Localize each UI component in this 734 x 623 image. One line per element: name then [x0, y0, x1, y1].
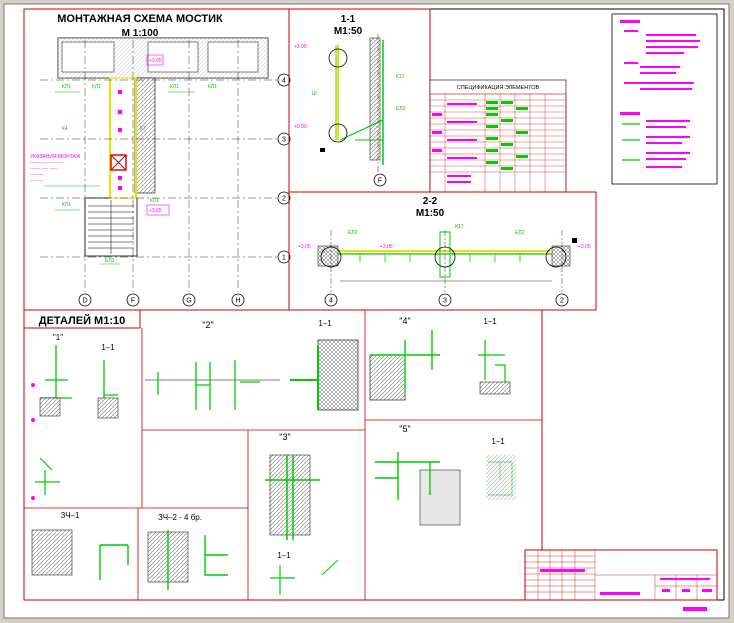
detail-2: "2" 1–1	[145, 319, 359, 411]
svg-text:К17: К17	[396, 74, 405, 80]
detail-4: "4" 1–1	[369, 316, 511, 401]
detail-1-cut-label: 1–1	[101, 343, 115, 352]
axis-col-h: H	[235, 298, 240, 305]
section-1-1-title: 1-1	[341, 14, 356, 25]
svg-text:К7: К7	[140, 126, 146, 132]
svg-text:КЛ1: КЛ1	[62, 202, 71, 208]
plan-title: МОНТАЖНАЯ СХЕМА МОСТИК	[57, 13, 223, 25]
axis-row-4: 4	[282, 78, 286, 85]
section-2-2-axis-2: 2	[560, 298, 564, 305]
svg-text:+3.05: +3.05	[294, 44, 307, 50]
svg-text:+3.05: +3.05	[578, 244, 591, 250]
detail-3: "3" 1–1	[265, 432, 339, 595]
svg-text:ЕЛ3: ЕЛ3	[105, 258, 115, 264]
detail-3-label: "3"	[279, 432, 290, 442]
detail-5: "5" 1–1	[375, 424, 516, 526]
svg-text:+0.00: +0.00	[294, 124, 307, 130]
svg-text:К17: К17	[455, 224, 464, 230]
section-1-1-scale: М1:50	[334, 26, 363, 37]
svg-text:КЛ1: КЛ1	[150, 198, 159, 204]
svg-text:УКАЗАНИЯ МОНТАЖ: УКАЗАНИЯ МОНТАЖ	[30, 154, 81, 160]
svg-text:ЕЛ2: ЕЛ2	[396, 106, 406, 112]
specification-table: СПЕЦИФИКАЦИЯ ЭЛЕМЕНТОВ	[429, 79, 567, 193]
details-title: ДЕТАЛЕЙ М1:10	[39, 314, 125, 327]
detail-5-label: "5"	[399, 424, 410, 434]
details-area: ДЕТАЛЕЙ М1:10	[23, 309, 543, 601]
detail-4-label: "4"	[399, 316, 410, 326]
spec-title: СПЕЦИФИКАЦИЯ ЭЛЕМЕНТОВ	[457, 85, 540, 91]
svg-text:ЕЛ2: ЕЛ2	[348, 230, 358, 236]
svg-text:ЕЛ2: ЕЛ2	[515, 230, 525, 236]
axis-row-2: 2	[282, 196, 286, 203]
svg-text:+3.05: +3.05	[298, 244, 311, 250]
svg-text:+3.05: +3.05	[149, 58, 162, 64]
svg-text:------ ---- -----: ------ ---- -----	[30, 166, 58, 172]
axis-col-f: F	[131, 298, 135, 305]
svg-text:КЛ1: КЛ1	[92, 84, 101, 90]
detail-zch-1: ЗЧ–1	[31, 511, 129, 580]
svg-text:--- ----: --- ----	[30, 172, 43, 178]
axis-row-1: 1	[282, 255, 286, 262]
svg-text:КЛ1: КЛ1	[170, 84, 179, 90]
plan-scale: М 1:100	[122, 28, 159, 39]
detail-5-cut-label: 1–1	[491, 437, 505, 446]
notes-panel	[611, 13, 718, 185]
section-2-2-axis-3: 3	[443, 298, 447, 305]
svg-text:-------- ---- ------: -------- ---- ------	[30, 160, 63, 166]
detail-2-label: "2"	[202, 320, 213, 330]
detail-zch-2-label: ЗЧ–2 - 4 бр.	[158, 513, 202, 522]
svg-text:К4: К4	[62, 126, 68, 132]
section-2-2-title: 2-2	[423, 196, 438, 207]
section-2-2-scale: М1:50	[416, 208, 445, 219]
svg-text:--- ----: --- ----	[30, 178, 43, 184]
axis-col-g: G	[186, 298, 191, 305]
plan-view: МОНТАЖНАЯ СХЕМА МОСТИК М 1:100	[23, 8, 291, 311]
detail-1: "1" 1–1	[31, 333, 119, 500]
detail-1-label: "1"	[53, 333, 63, 342]
svg-text:+3.05: +3.05	[380, 244, 393, 250]
axis-col-d: D	[82, 298, 87, 305]
detail-zch-2: ЗЧ–2 - 4 бр.	[147, 513, 228, 590]
title-block	[524, 549, 718, 601]
detail-2-cut-label: 1–1	[318, 319, 332, 328]
svg-text:+3.05: +3.05	[149, 208, 162, 214]
section-1-1-axis: F	[378, 178, 382, 185]
svg-text:КЛ1: КЛ1	[62, 84, 71, 90]
section-2-2-axis-4: 4	[329, 298, 333, 305]
svg-text:Ш: Ш	[312, 91, 317, 97]
detail-zch-1-label: ЗЧ–1	[61, 511, 80, 520]
detail-3-cut-label: 1–1	[277, 551, 291, 560]
axis-row-3: 3	[282, 137, 286, 144]
svg-text:КЛ1: КЛ1	[208, 84, 217, 90]
detail-4-cut-label: 1–1	[483, 317, 497, 326]
